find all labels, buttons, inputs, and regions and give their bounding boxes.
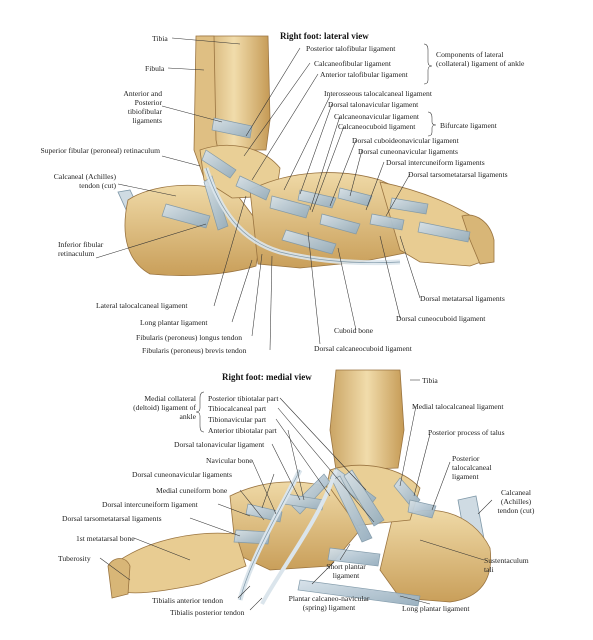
toes (461, 214, 495, 265)
label-dorsal-cuneocuboid: Dorsal cuneocuboid ligament (396, 314, 486, 323)
label-posterior-talofibular: Posterior talofibular ligament (306, 44, 396, 53)
label-dorsal-talonavicular: Dorsal talonavicular ligament (328, 100, 419, 109)
label-sustentaculum-tali: Sustentaculum tali (484, 556, 529, 574)
label-fibularis-longus: Fibularis (peroneus) longus tendon (136, 333, 243, 342)
label-dorsal-calcaneocuboid: Dorsal calcaneocuboid ligament (314, 344, 412, 353)
label-fibularis-brevis: Fibularis (peroneus) brevis tendon (142, 346, 247, 355)
label-medial-talocalcaneal: Medial talocalcaneal ligament (412, 402, 504, 411)
label-tuberosity: Tuberosity (58, 554, 91, 563)
label-inferior-fibular-retinaculum: Inferior fibular retinaculum (58, 240, 104, 258)
label-tibia: Tibia (152, 34, 168, 43)
label-posterior-talocalcaneal: Posterior talocalcaneal ligament (452, 454, 492, 481)
label-tibia-medial: Tibia (422, 376, 438, 385)
label-superior-fibular-retinaculum: Superior fibular (peroneal) retinaculum (40, 146, 160, 155)
label-dorsal-cuneonavicular-top: Dorsal cuneonavicular ligaments (358, 147, 458, 156)
label-posterior-process-talus: Posterior process of talus (428, 428, 505, 437)
label-short-plantar: Short plantar ligament (326, 562, 366, 580)
tibia-bone-medial (329, 369, 405, 471)
label-achilles-tendon: Calcaneal (Achilles) tendon (cut) (53, 172, 116, 190)
label-calcaneonavicular: Calcaneonavicular ligament (334, 112, 419, 121)
leader-lines (95, 37, 493, 611)
label-cuboid-bone: Cuboid bone (334, 326, 374, 335)
calcaneus-bone (124, 184, 263, 276)
label-fibula: Fibula (145, 64, 165, 73)
label-achilles-tendon-medial: Calcaneal (Achilles) tendon (cut) (497, 488, 535, 515)
label-tibialis-anterior: Tibialis anterior tendon (152, 596, 224, 605)
label-anterior-talofibular: Anterior talofibular ligament (320, 70, 408, 79)
label-dorsal-talonavicular-medial: Dorsal talonavicular ligament (174, 440, 265, 449)
label-posterior-tibiotalar: Posterior tibiotalar part (208, 394, 279, 403)
label-first-metatarsal: 1st metatarsal bone (76, 534, 135, 543)
label-medial-cuneiform: Medial cuneiform bone (156, 486, 228, 495)
label-navicular-bone: Navicular bone (206, 456, 253, 465)
label-dorsal-cuboideonavicular: Dorsal cuboideonavicular ligament (352, 136, 459, 145)
label-tibialis-posterior: Tibialis posterior tendon (170, 608, 245, 617)
label-bifurcate-ligament: Bifurcate ligament (440, 121, 497, 130)
label-dorsal-metatarsal: Dorsal metatarsal ligaments (420, 294, 505, 303)
label-lateral-talocalcaneal: Lateral talocalcaneal ligament (96, 301, 188, 310)
label-tibionavicular: Tibionavicular part (208, 415, 267, 424)
label-medial-collateral: Medial collateral (deltoid) ligament of … (133, 394, 196, 421)
label-interosseous-talocalcaneal: Interosseous talocalcaneal ligament (324, 89, 432, 98)
label-calcaneocuboid: Calcaneocuboid ligament (338, 122, 416, 131)
medial-view-title: Right foot: medial view (222, 372, 312, 382)
label-dorsal-cuneonavicular-medial: Dorsal cuneonavicular ligaments (132, 470, 232, 479)
label-long-plantar-medial: Long plantar ligament (402, 604, 470, 613)
label-calcaneofibular: Calcaneofibular ligament (314, 59, 391, 68)
label-tibiofibular-ligaments: Anterior and Posterior tibiofibular liga… (123, 89, 162, 125)
label-long-plantar-top: Long plantar ligament (140, 318, 208, 327)
label-tibiocalcaneal: Tibiocalcaneal part (208, 404, 267, 413)
medial-foot-drawing (107, 369, 492, 607)
label-lateral-collateral-group: Components of lateral (collateral) ligam… (436, 50, 525, 68)
label-spring-ligament: Plantar calcaneo-navicular (spring) liga… (288, 594, 370, 612)
label-dorsal-tarsometatarsal-top: Dorsal tarsometatarsal ligaments (408, 170, 508, 179)
hallux (107, 558, 131, 599)
label-dorsal-intercuneiform-medial: Dorsal intercuneiform ligament (102, 500, 198, 509)
lateral-foot-drawing (117, 35, 495, 276)
label-anterior-tibiotalar: Anterior tibiotalar part (208, 426, 277, 435)
label-dorsal-intercuneiform-top: Dorsal intercuneiform ligaments (386, 158, 485, 167)
label-dorsal-tarsometatarsal-medial: Dorsal tarsometatarsal ligaments (62, 514, 162, 523)
first-metatarsal (115, 532, 247, 594)
lateral-view-title: Right foot: lateral view (280, 31, 369, 41)
